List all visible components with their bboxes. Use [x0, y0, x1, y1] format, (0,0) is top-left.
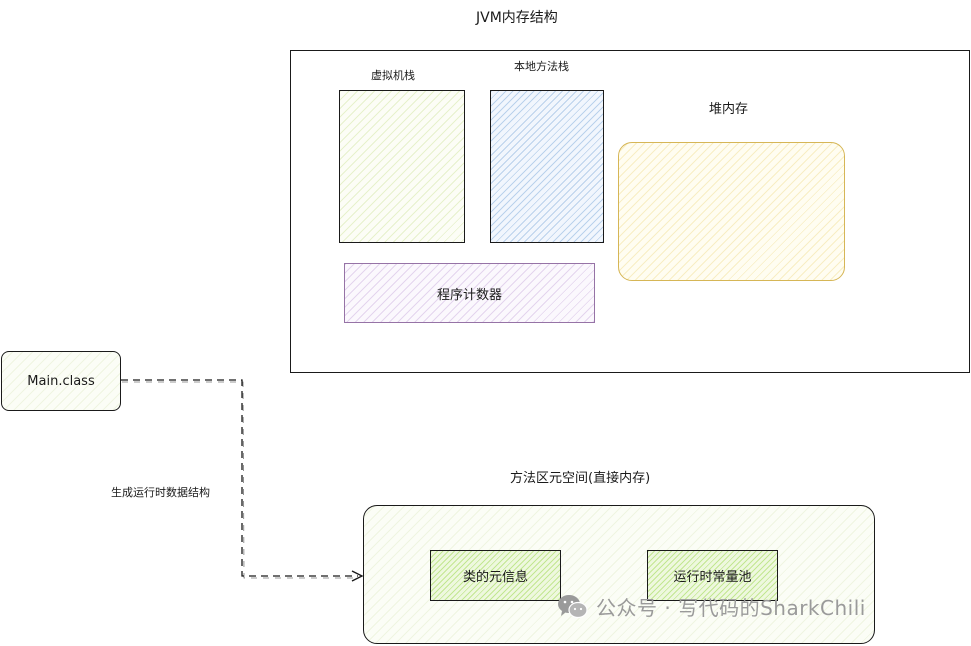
main-class-box[interactable]: Main.class — [1, 351, 121, 411]
heap-box[interactable] — [618, 142, 845, 281]
pc-register-box[interactable]: 程序计数器 — [344, 263, 595, 323]
constant-pool-label: 运行时常量池 — [673, 570, 752, 585]
metaspace-title: 方法区元空间(直接内存) — [510, 471, 651, 486]
watermark-text: 公众号 · 写代码的SharkChili — [596, 596, 866, 620]
vm-stack-box[interactable] — [339, 90, 465, 243]
constant-pool-box[interactable]: 运行时常量池 — [647, 550, 778, 601]
heap-label: 堆内存 — [709, 102, 749, 117]
main-class-label: Main.class — [27, 373, 95, 389]
pc-register-label: 程序计数器 — [436, 287, 502, 303]
class-meta-label: 类的元信息 — [462, 570, 528, 585]
wechat-icon — [558, 594, 588, 618]
class-meta-box[interactable]: 类的元信息 — [430, 550, 561, 601]
native-stack-label: 本地方法栈 — [514, 60, 569, 73]
jvm-title: JVM内存结构 — [476, 10, 558, 26]
edge-label: 生成运行时数据结构 — [111, 484, 210, 500]
metaspace-box[interactable] — [363, 505, 875, 644]
vm-stack-label: 虚拟机栈 — [371, 69, 415, 82]
native-stack-box[interactable] — [490, 90, 604, 243]
watermark: 公众号 · 写代码的SharkChili — [556, 592, 866, 621]
